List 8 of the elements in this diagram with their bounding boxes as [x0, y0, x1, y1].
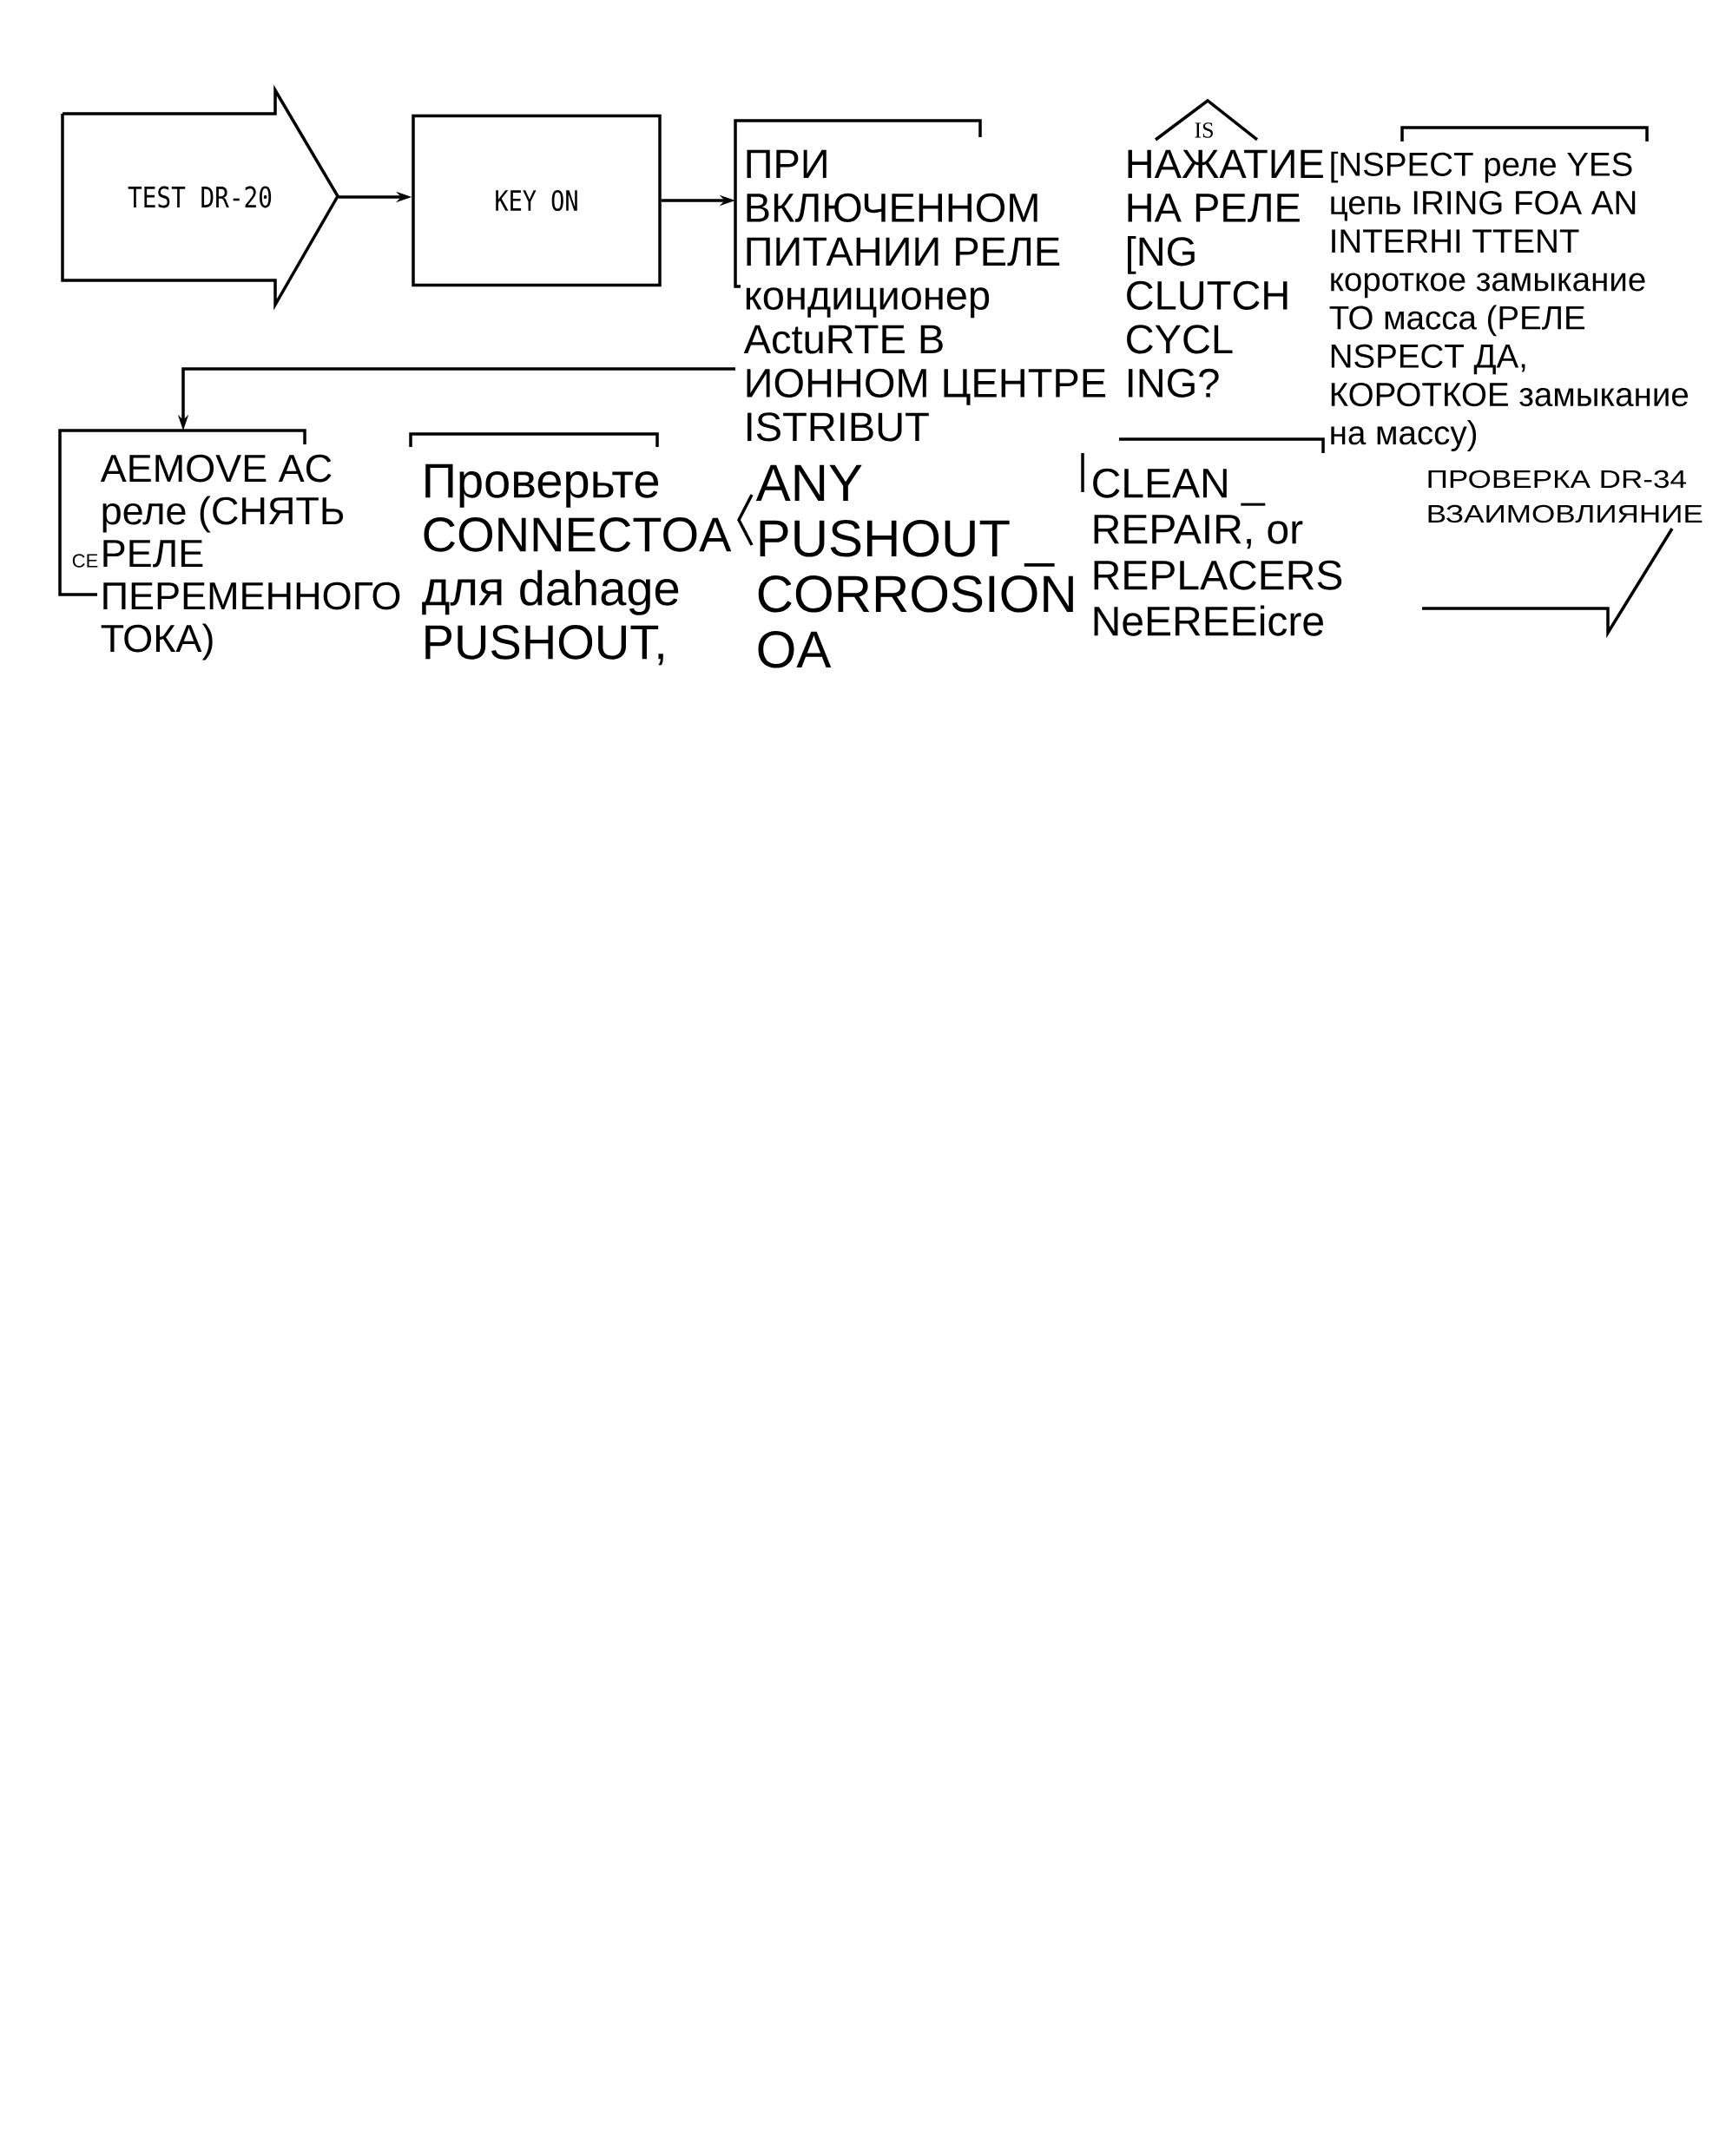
process-box: CLEAN _ REPAIR, or REPLACERS NeEREEicre — [1081, 453, 1342, 636]
label-text: CE — [72, 554, 98, 568]
process-box: Проверьте CONNECTOA для dahage PUSHOUT, — [409, 432, 732, 666]
off-page-connector: ПРОВЕРКА DR-34 ВЗАИМОВЛИЯНИЕ — [1422, 470, 1703, 639]
arrow-box: TEST DR-20 — [61, 84, 340, 311]
process-box: KEY ON — [412, 114, 662, 287]
process-box: [NSPECT реле YES цепь IRING FOA AN INTERHI TTENT короткое замыкание ТО масса (РЕЛЕ NSPECT ДА, КОРОТКОЕ замыкание на массу) — [1329, 126, 1689, 451]
process-box: ПРИ ВКЛЮЧЕННОМ ПИТАНИИ РЕЛЕ кондиционер ActuRTE В ИОННОМ ЦЕНТРЕ ISTRIBUT — [734, 119, 1106, 442]
